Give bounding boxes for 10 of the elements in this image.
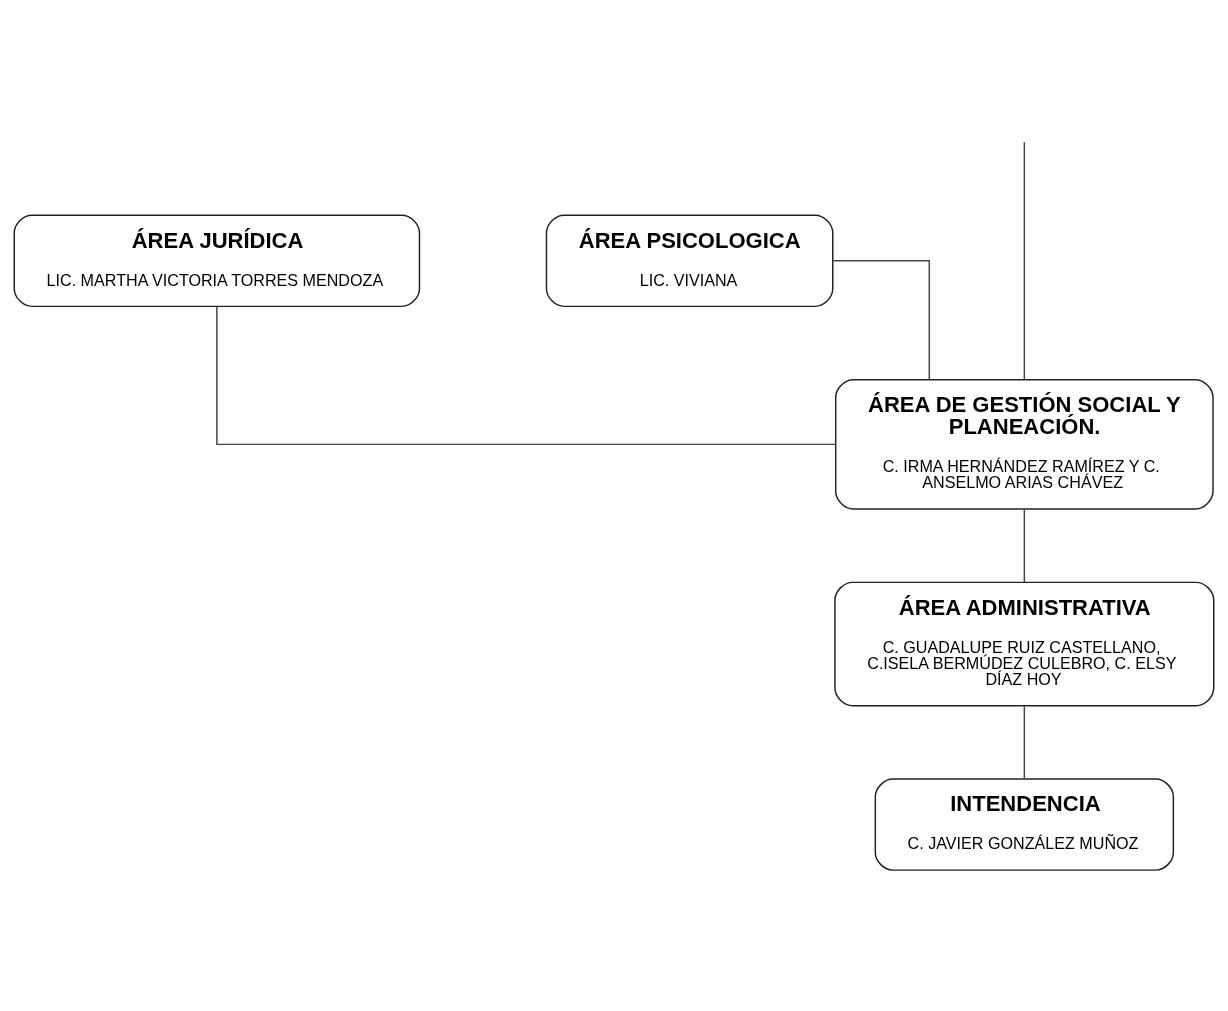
connector	[1023, 508, 1026, 583]
connector	[1023, 705, 1026, 780]
node-box: ÁREA JURÍDICA LIC. MARTHA VICTORIA TORRES MENDOZA	[13, 214, 421, 308]
node-box: ÁREA PSICOLOGICA LIC. VIVIANA	[545, 214, 834, 308]
node-box: ÁREA DE GESTIÓN SOCIAL Y PLANEACIÓN. C. IRMA HERNÁNDEZ RAMÍREZ Y C. ANSELMO ARIAS CHÁVEZ	[834, 379, 1214, 510]
node-box: INTENDENCIA C. JAVIER GONZÁLEZ MUÑOZ	[874, 778, 1175, 871]
connector	[832, 260, 930, 381]
connector	[216, 305, 837, 446]
connector	[1023, 141, 1026, 381]
node-box: ÁREA ADMINISTRATIVA C. GUADALUPE RUIZ CASTELLANO, C.ISELA BERMÚDEZ CULEBRO, C. ELSY DÍAZ HOY	[834, 581, 1215, 707]
